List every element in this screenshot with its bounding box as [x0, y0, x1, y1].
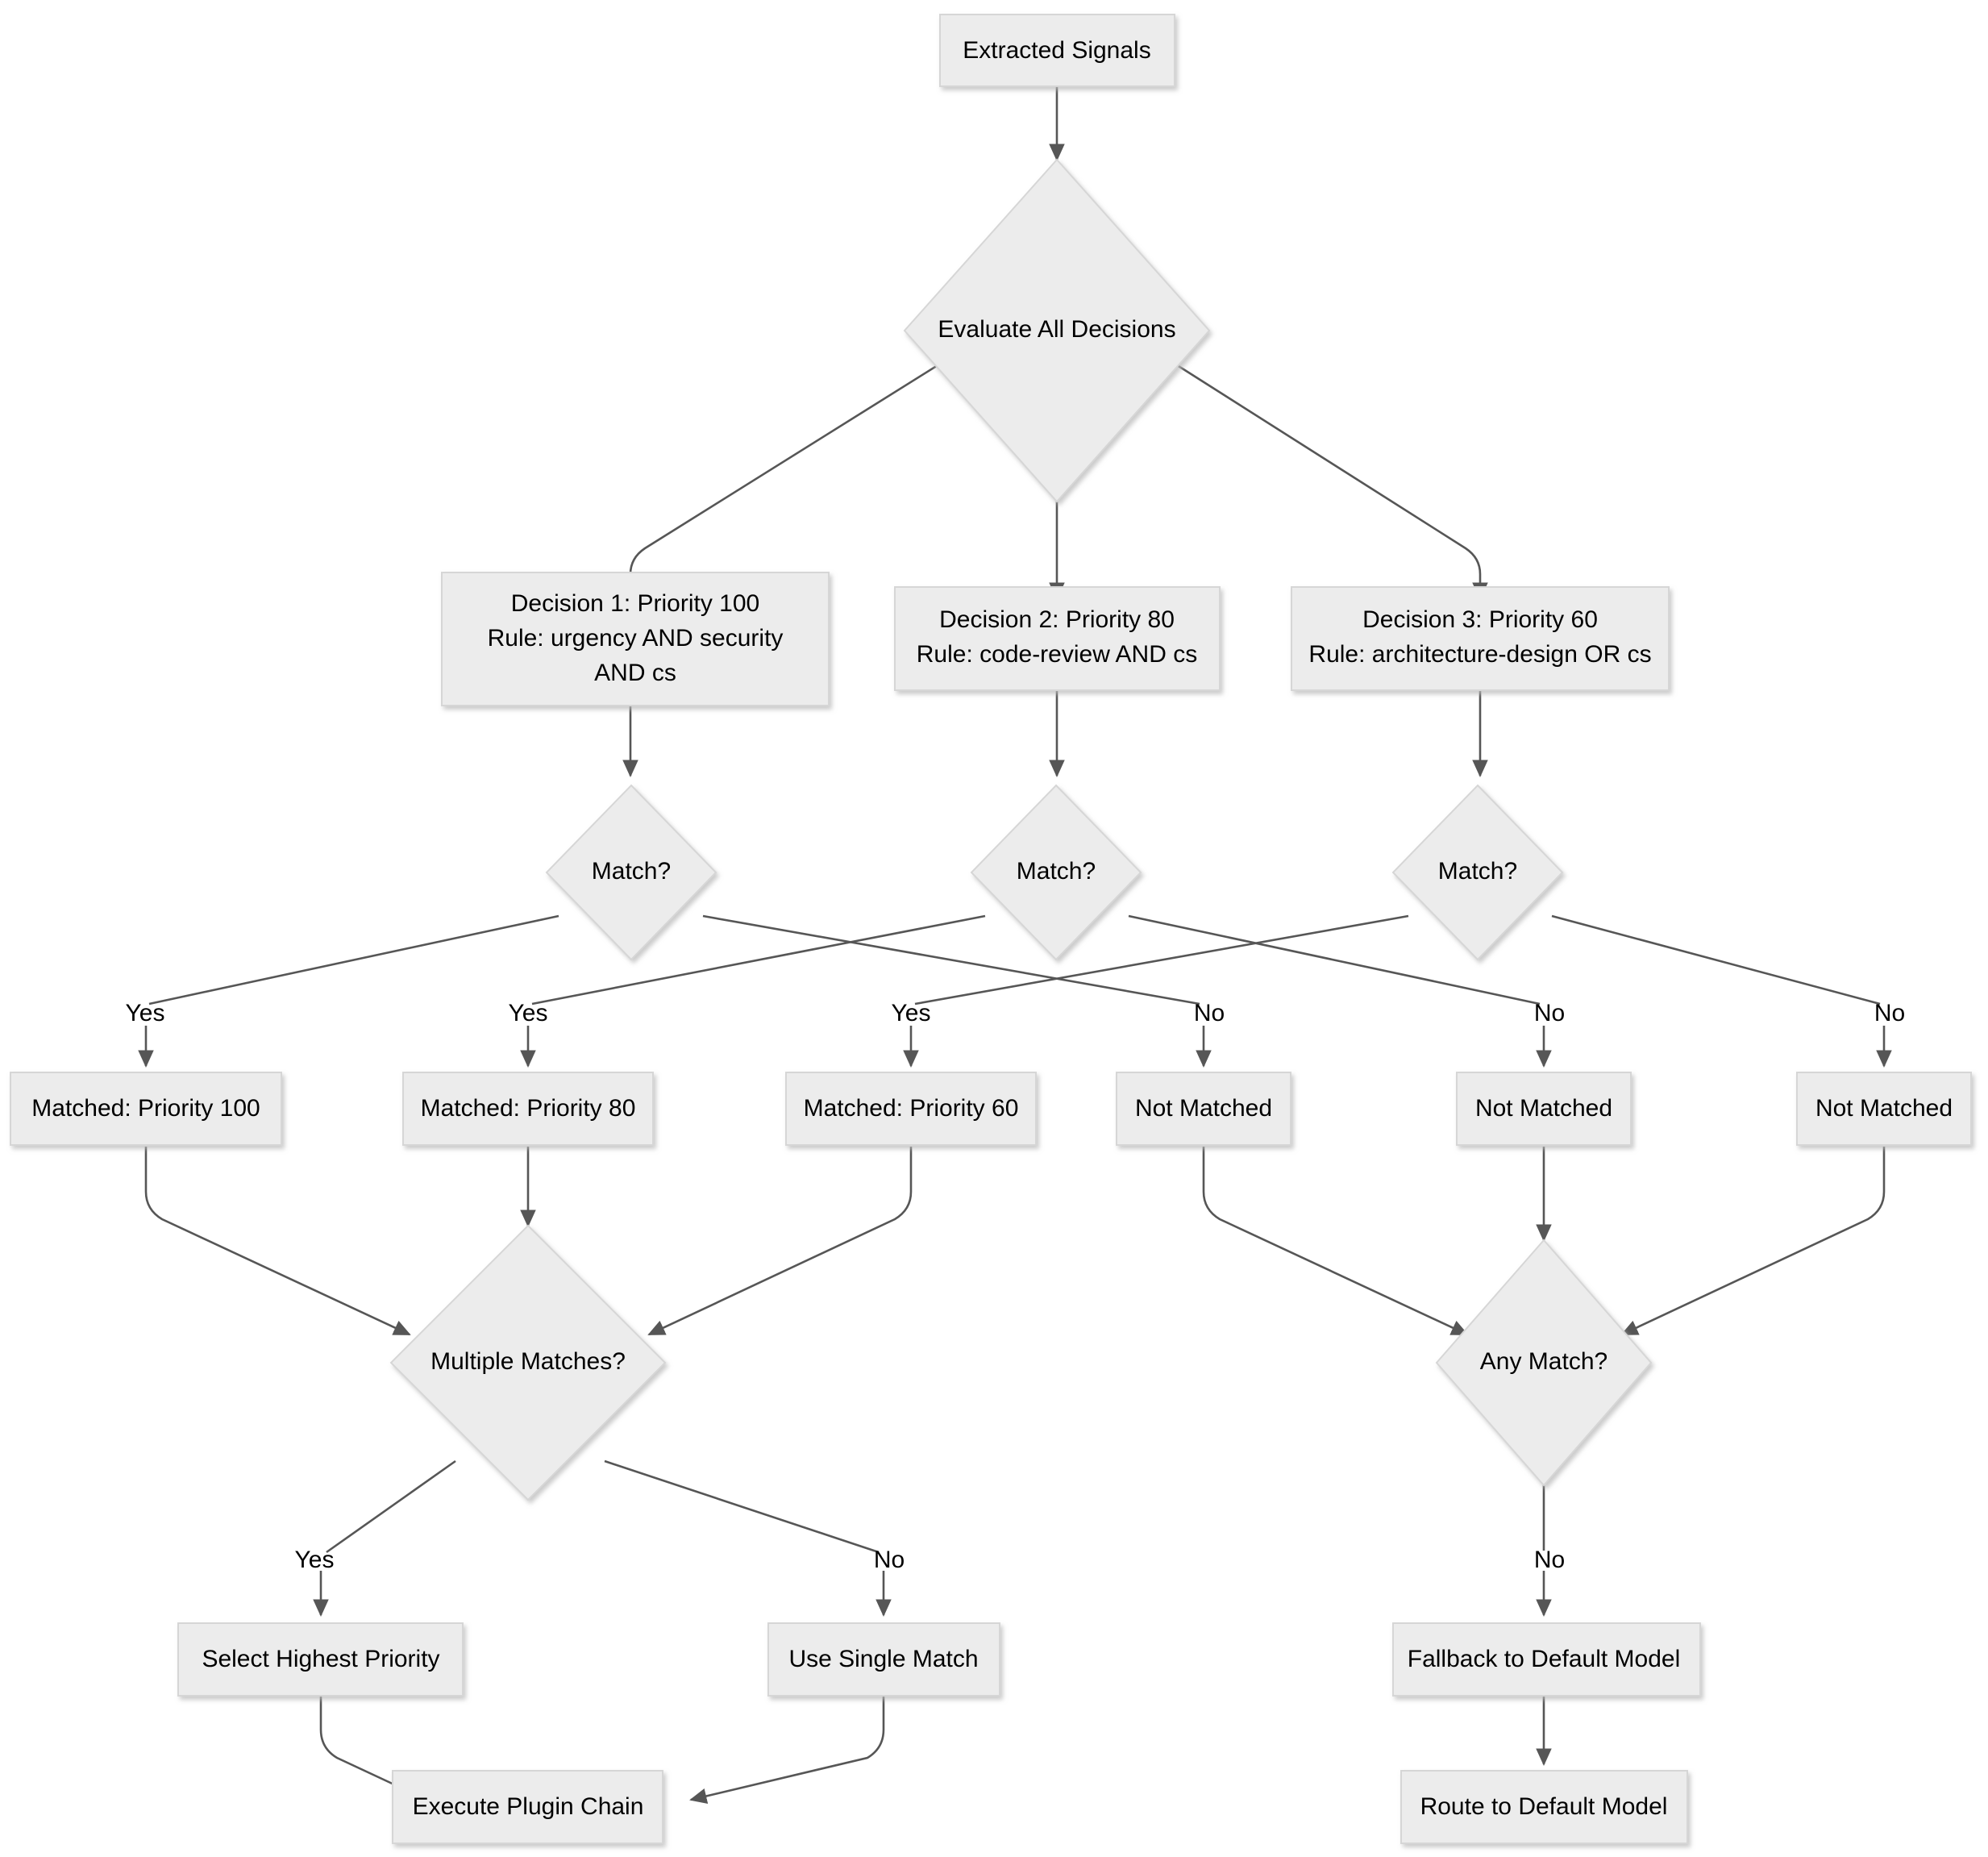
- node-not-matched-2[interactable]: Not Matched: [1456, 1072, 1632, 1146]
- edge-notmatched1-to-anymatch: [1202, 1147, 1469, 1336]
- node-execute-plugin-chain-label: Execute Plugin Chain: [413, 1793, 644, 1820]
- edge-evaluate-to-decision1: [622, 345, 968, 600]
- node-extracted-signals-label: Extracted Signals: [963, 37, 1150, 64]
- node-select-highest-priority-label: Select Highest Priority: [202, 1646, 439, 1672]
- node-matched-priority-80-label: Matched: Priority 80: [421, 1095, 636, 1122]
- edge-matched100-to-multiple: [144, 1147, 411, 1336]
- edge-multiple-no: [604, 1459, 880, 1554]
- node-decision-1-line3: AND cs: [594, 660, 676, 686]
- edge-selecthighest-to-execute: [319, 1696, 411, 1793]
- node-decision-3-line1: Decision 3: Priority 60: [1362, 606, 1598, 633]
- edge-usesingle-to-execute: [689, 1696, 885, 1804]
- node-use-single-match[interactable]: Use Single Match: [767, 1622, 1000, 1697]
- node-route-to-default-model-label: Route to Default Model: [1420, 1793, 1668, 1820]
- node-match-3-label: Match?: [1438, 858, 1517, 885]
- node-matched-priority-60[interactable]: Matched: Priority 60: [785, 1072, 1037, 1146]
- edge-match3-no: [1551, 914, 1881, 1006]
- nodes-layer: Extracted Signals Evaluate All Decisions…: [10, 14, 1972, 1844]
- edge-notmatched3-to-anymatch: [1620, 1147, 1886, 1336]
- edge-match2-yes: [531, 914, 986, 1006]
- node-match-2[interactable]: Match?: [970, 784, 1142, 961]
- node-evaluate-all-decisions-label: Evaluate All Decisions: [938, 316, 1175, 343]
- node-any-match-label: Any Match?: [1480, 1348, 1607, 1375]
- node-matched-priority-100-label: Matched: Priority 100: [31, 1095, 260, 1122]
- node-fallback-to-default-model-label: Fallback to Default Model: [1408, 1646, 1681, 1672]
- node-decision-1[interactable]: Decision 1: Priority 100 Rule: urgency A…: [441, 572, 830, 706]
- edge-label-anymatch-no: No: [1534, 1547, 1565, 1573]
- edge-evaluate-to-decision3: [1147, 345, 1488, 600]
- node-multiple-matches-label: Multiple Matches?: [430, 1348, 626, 1375]
- node-evaluate-all-decisions[interactable]: Evaluate All Decisions: [903, 158, 1211, 503]
- node-decision-1-line2: Rule: urgency AND security: [488, 625, 784, 652]
- node-match-2-label: Match?: [1017, 858, 1096, 885]
- edge-label-multiple-yes: Yes: [295, 1547, 335, 1573]
- node-decision-2-line2: Rule: code-review AND cs: [917, 641, 1197, 668]
- node-multiple-matches[interactable]: Multiple Matches?: [389, 1224, 667, 1501]
- node-any-match[interactable]: Any Match?: [1435, 1239, 1653, 1487]
- node-match-1[interactable]: Match?: [545, 784, 717, 961]
- node-decision-1-line1: Decision 1: Priority 100: [511, 590, 759, 617]
- node-extracted-signals[interactable]: Extracted Signals: [939, 14, 1175, 87]
- edge-match2-no: [1128, 914, 1541, 1006]
- node-not-matched-3-label: Not Matched: [1815, 1095, 1953, 1122]
- node-fallback-to-default-model[interactable]: Fallback to Default Model: [1392, 1622, 1701, 1697]
- edge-label-multiple-no: No: [874, 1547, 905, 1573]
- edge-label-yes-1: Yes: [126, 1000, 165, 1026]
- edge-matched60-to-multiple: [647, 1147, 913, 1336]
- node-select-highest-priority[interactable]: Select Highest Priority: [177, 1622, 464, 1697]
- node-matched-priority-100[interactable]: Matched: Priority 100: [10, 1072, 282, 1146]
- edge-label-yes-3: Yes: [892, 1000, 931, 1026]
- node-not-matched-2-label: Not Matched: [1475, 1095, 1612, 1122]
- edge-label-yes-2: Yes: [509, 1000, 548, 1026]
- node-decision-3[interactable]: Decision 3: Priority 60 Rule: architectu…: [1291, 586, 1670, 691]
- node-match-1-label: Match?: [592, 858, 671, 885]
- edge-multiple-yes: [326, 1459, 456, 1554]
- node-not-matched-3[interactable]: Not Matched: [1796, 1072, 1972, 1146]
- node-not-matched-1[interactable]: Not Matched: [1116, 1072, 1291, 1146]
- node-match-3[interactable]: Match?: [1391, 784, 1564, 961]
- node-use-single-match-label: Use Single Match: [788, 1646, 978, 1672]
- edge-match3-yes: [914, 914, 1409, 1006]
- node-route-to-default-model[interactable]: Route to Default Model: [1400, 1770, 1688, 1844]
- node-not-matched-1-label: Not Matched: [1135, 1095, 1272, 1122]
- edge-match1-yes: [148, 914, 559, 1006]
- edge-label-no-2: No: [1534, 1000, 1565, 1026]
- edges-layer: [138, 86, 1892, 1804]
- node-decision-2-line1: Decision 2: Priority 80: [939, 606, 1175, 633]
- edge-label-no-1: No: [1194, 1000, 1225, 1026]
- edge-match1-no: [702, 914, 1200, 1006]
- edge-label-no-3: No: [1874, 1000, 1905, 1026]
- edge-labels-layer: Yes Yes Yes No No No Yes No No: [126, 1000, 1906, 1573]
- node-decision-2[interactable]: Decision 2: Priority 80 Rule: code-revie…: [894, 586, 1221, 691]
- node-execute-plugin-chain[interactable]: Execute Plugin Chain: [392, 1770, 663, 1844]
- node-matched-priority-80[interactable]: Matched: Priority 80: [402, 1072, 654, 1146]
- node-matched-priority-60-label: Matched: Priority 60: [804, 1095, 1019, 1122]
- node-decision-3-line2: Rule: architecture-design OR cs: [1308, 641, 1651, 668]
